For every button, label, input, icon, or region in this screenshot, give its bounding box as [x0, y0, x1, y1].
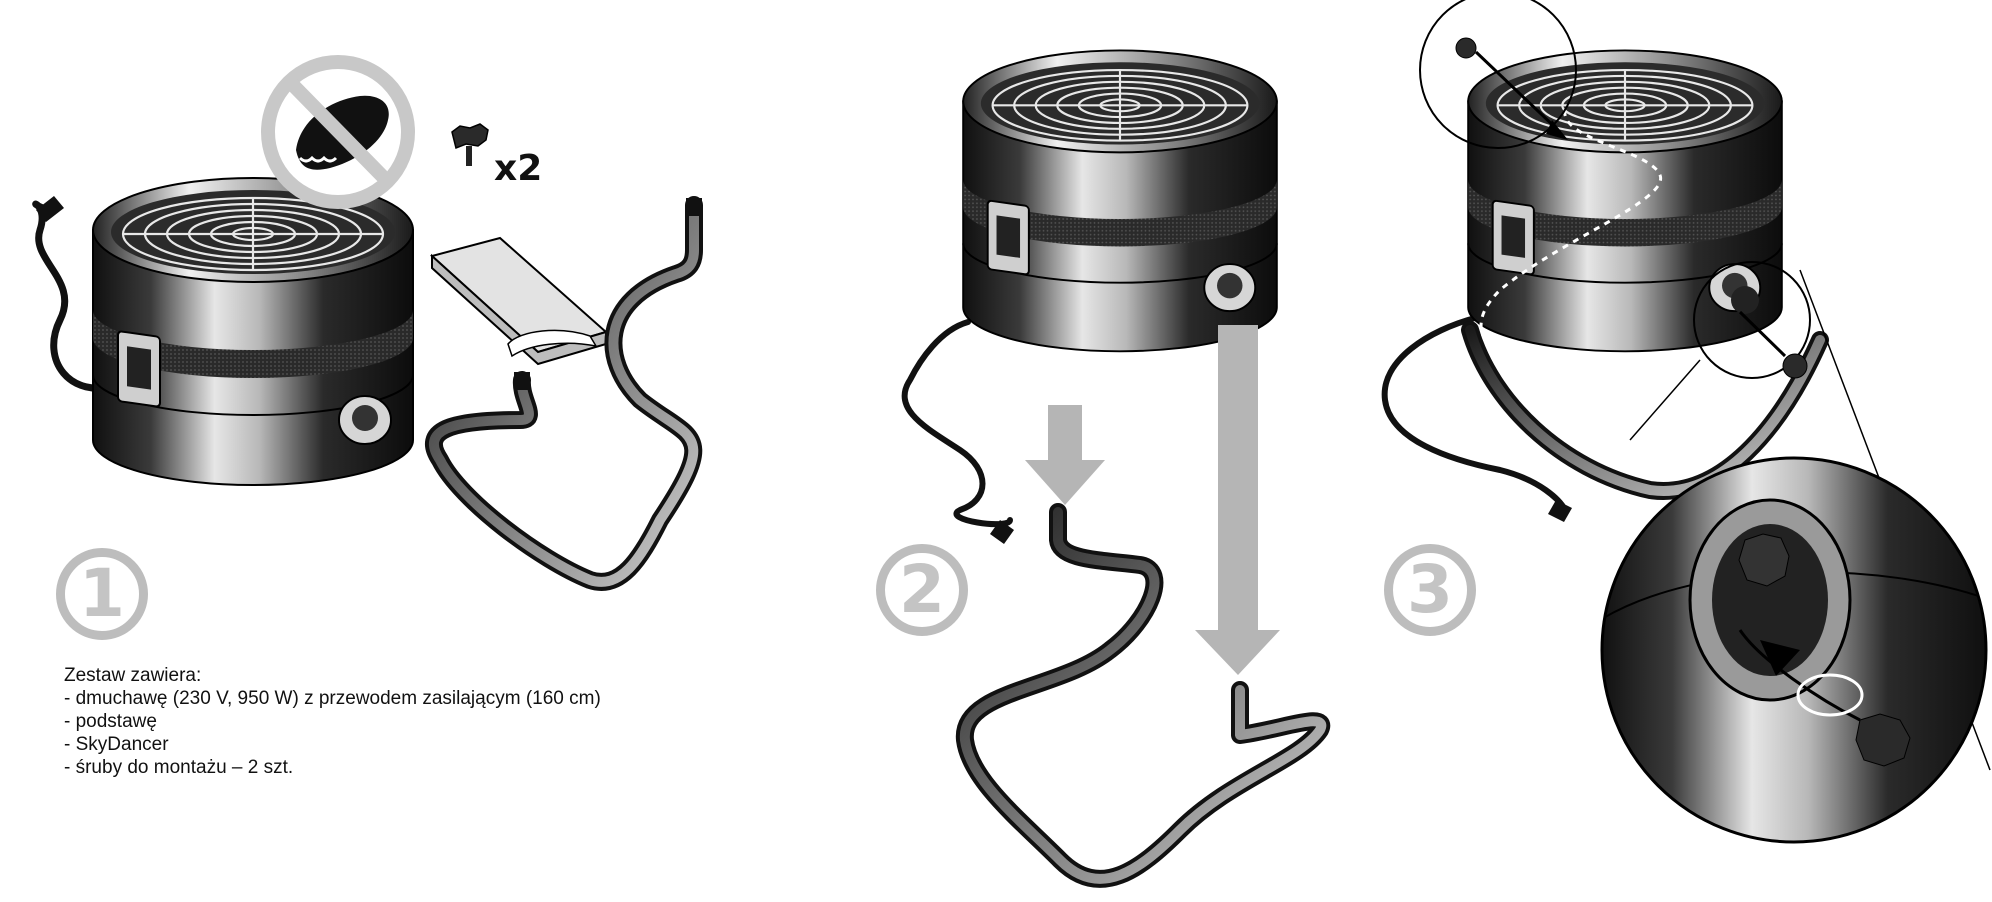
kit-contents: Zestaw zawiera: - dmuchawę (230 V, 950 W…: [64, 664, 601, 779]
screw-quantity: x2: [494, 148, 543, 189]
thumb-screw-icon: [451, 123, 489, 166]
kit-item: - dmuchawę (230 V, 950 W) z przewodem za…: [64, 688, 601, 709]
base-stand: [425, 196, 703, 591]
down-arrow-icon: [1195, 325, 1280, 675]
step-2-illustration: [901, 49, 1331, 888]
step-number-2: 2: [876, 544, 968, 636]
step-number-label: 2: [899, 551, 945, 628]
base-stand: [955, 503, 1331, 888]
kit-item: - SkyDancer: [64, 734, 169, 755]
step-1-illustration: [32, 55, 703, 591]
step-number-label: 1: [79, 555, 125, 632]
detail-circle-top: [1419, 0, 1577, 149]
magnified-knob-view: [1600, 456, 1988, 844]
down-arrow-icon: [1025, 405, 1105, 505]
kit-contents-title: Zestaw zawiera:: [64, 665, 202, 686]
skydancer-bag: [429, 236, 609, 366]
step-number-1: 1: [56, 548, 148, 640]
step-number-3: 3: [1384, 544, 1476, 636]
step-3-illustration: [1381, 0, 1991, 844]
kit-item: - podstawę: [64, 711, 157, 732]
kit-item: - śruby do montażu – 2 szt.: [64, 757, 294, 778]
no-hand-inside-icon: [261, 55, 415, 209]
step-number-label: 3: [1407, 551, 1453, 628]
